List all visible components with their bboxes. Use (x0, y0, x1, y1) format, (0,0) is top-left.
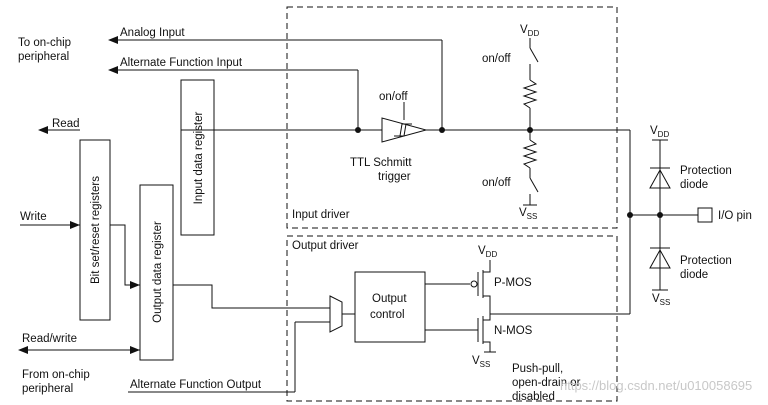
schmitt-trigger-symbol (381, 117, 428, 143)
input-data-register-box (180, 79, 215, 236)
label-analog-input: Analog Input (120, 27, 185, 39)
nmos-source (483, 341, 491, 352)
label-input-driver: Input driver (292, 209, 350, 221)
label-vss-main: VSS (519, 207, 537, 221)
label-vss-prot: VSS (652, 293, 670, 307)
label-write: Write (20, 211, 47, 223)
pulldown-resistor (522, 139, 538, 169)
bsr-to-odr (110, 224, 140, 286)
protection-diode-top (649, 168, 671, 189)
pmos-bubble (470, 280, 478, 288)
output-control-box (354, 271, 426, 343)
label-on-off-top: on/off (482, 53, 511, 65)
label-push-pull-1: Push-pull, (512, 363, 563, 375)
label-protection-1b: diode (680, 179, 708, 191)
label-ttl-2: trigger (378, 171, 411, 183)
io-pin-box (697, 207, 713, 223)
label-output-control-1: Output (372, 293, 407, 305)
pmos-source (483, 260, 491, 273)
label-read: Read (52, 118, 80, 130)
output-data-register-box (139, 184, 174, 361)
label-nmos: N-MOS (494, 325, 533, 337)
odr-to-mux (173, 284, 330, 309)
read-write-arrow-left (18, 346, 28, 354)
bsr-to-odr-arrow (130, 281, 140, 289)
label-input-data-register: Input data register (193, 111, 205, 204)
junction-pin-left (627, 212, 633, 218)
schmitt-hysteresis (394, 123, 410, 137)
label-read-write: Read/write (22, 333, 77, 345)
label-output-data-register: Output data register (152, 221, 164, 323)
pullup-switch (529, 47, 539, 63)
pullup-resistor (522, 79, 538, 109)
label-from-onchip-2: peripheral (22, 383, 73, 395)
label-pmos: P-MOS (494, 277, 532, 289)
protection-diode-bottom (649, 248, 671, 269)
label-bit-set-reset: Bit set/reset registers (90, 176, 102, 284)
label-vdd-prot: VDD (650, 125, 669, 139)
label-vdd-main: VDD (520, 24, 539, 38)
label-to-onchip-2: peripheral (18, 51, 69, 63)
watermark-text: https://blog.csdn.net/u010058695 (560, 378, 752, 393)
label-output-control-2: control (370, 309, 405, 321)
bit-set-reset-registers-box (79, 139, 111, 321)
label-ttl-1: TTL Schmitt (350, 157, 412, 169)
label-protection-1a: Protection (680, 165, 732, 177)
schmitt-hysteresis-2 (396, 123, 412, 137)
pulldown-switch (529, 177, 539, 193)
analog-input-arrow (108, 36, 118, 44)
read-write-arrow-right (130, 346, 140, 354)
label-on-off-bottom: on/off (482, 177, 511, 189)
input-driver-box (286, 6, 618, 229)
label-alt-func-output: Alternate Function Output (130, 379, 262, 391)
label-vdd-out: VDD (478, 245, 497, 259)
label-to-onchip-1: To on-chip (18, 37, 71, 49)
label-vss-out: VSS (472, 355, 490, 369)
label-push-pull-2: open-drain or (512, 377, 581, 389)
pmos-drain (483, 295, 491, 314)
label-push-pull-3: disabled (512, 391, 555, 403)
label-on-off-schmitt: on/off (379, 91, 408, 103)
label-alt-func-input: Alternate Function Input (120, 57, 243, 69)
alt-func-input-arrow (108, 66, 118, 74)
read-arrow (38, 126, 48, 134)
label-from-onchip-1: From on-chip (22, 369, 90, 381)
label-protection-2b: diode (680, 269, 708, 281)
label-io-pin: I/O pin (718, 210, 752, 222)
write-arrow (70, 221, 80, 229)
nmos-drain (483, 314, 491, 321)
output-mux (329, 295, 343, 333)
label-protection-2a: Protection (680, 255, 732, 267)
label-output-driver: Output driver (292, 240, 359, 252)
output-driver-box (286, 235, 618, 402)
